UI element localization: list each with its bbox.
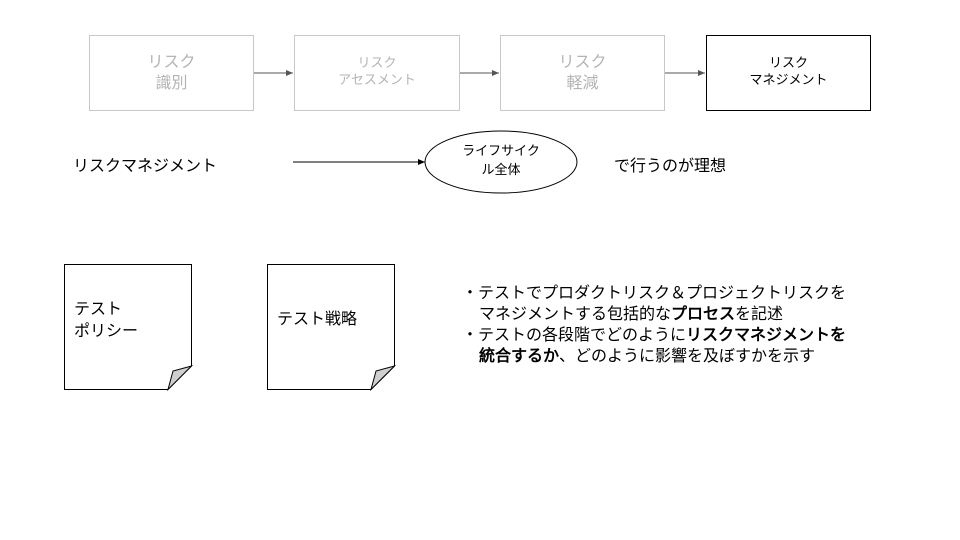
step-label-line2: アセスメント [338, 73, 416, 88]
bullet-2-line-1: ・テストの各段階でどのようにリスクマネジメントを [462, 324, 846, 345]
step-risk-identification: リスク 識別 [89, 35, 254, 111]
bullet-2-emphasis-2: 統合するか [479, 346, 560, 365]
bullet-2-text: ・テストの各段階でどのように [462, 325, 687, 344]
bullet-2-line-2: 統合するか、どのように影響を及ぼすかを示す [462, 345, 846, 366]
risk-management-label: リスクマネジメント [73, 156, 218, 175]
step-risk-mitigation: リスク 軽減 [500, 35, 665, 111]
step-label-line2: 軽減 [566, 73, 599, 92]
bullet-1-text: マネジメントする包括的な [479, 304, 672, 323]
bullet-1-suffix: を記述 [735, 304, 784, 323]
step-label-line2: 識別 [155, 73, 188, 92]
bullet-1-line-2: マネジメントする包括的なプロセスを記述 [462, 303, 846, 324]
test-strategy-document [267, 264, 397, 392]
test-policy-label: テスト ポリシー [74, 298, 138, 341]
ideal-suffix-text: で行うのが理想 [614, 156, 727, 175]
lifecycle-ellipse [424, 130, 578, 194]
step-label-line2: マネジメント [749, 73, 828, 88]
step-label-line1: リスク [768, 56, 808, 72]
test-policy-document [64, 264, 194, 392]
bullet-1-line-1: ・テストでプロダクトリスク＆プロジェクトリスクを [462, 283, 847, 302]
step-risk-assessment: リスク アセスメント [294, 35, 460, 111]
step-risk-management: リスク マネジメント [706, 35, 871, 111]
test-strategy-label: テスト戦略 [277, 309, 358, 328]
step-label-line1: リスク [357, 56, 397, 72]
description-bullets: ・テストでプロダクトリスク＆プロジェクトリスクを マネジメントする包括的なプロセ… [462, 282, 846, 366]
ellipse-line2: ル全体 [481, 163, 521, 178]
policy-line1: テスト [74, 299, 123, 318]
step-label-line1: リスク [147, 52, 196, 72]
policy-line2: ポリシー [74, 320, 139, 340]
bullet-1-emphasis: プロセス [671, 304, 736, 323]
lifecycle-ellipse-label: ライフサイク ル全体 [425, 142, 577, 180]
bullet-2-emphasis: リスクマネジメントを [686, 325, 847, 344]
ellipse-line1: ライフサイク [462, 144, 540, 159]
bullet-2-suffix: 、どのように影響を及ぼすかを示す [559, 346, 816, 365]
step-label-line1: リスク [558, 52, 607, 72]
